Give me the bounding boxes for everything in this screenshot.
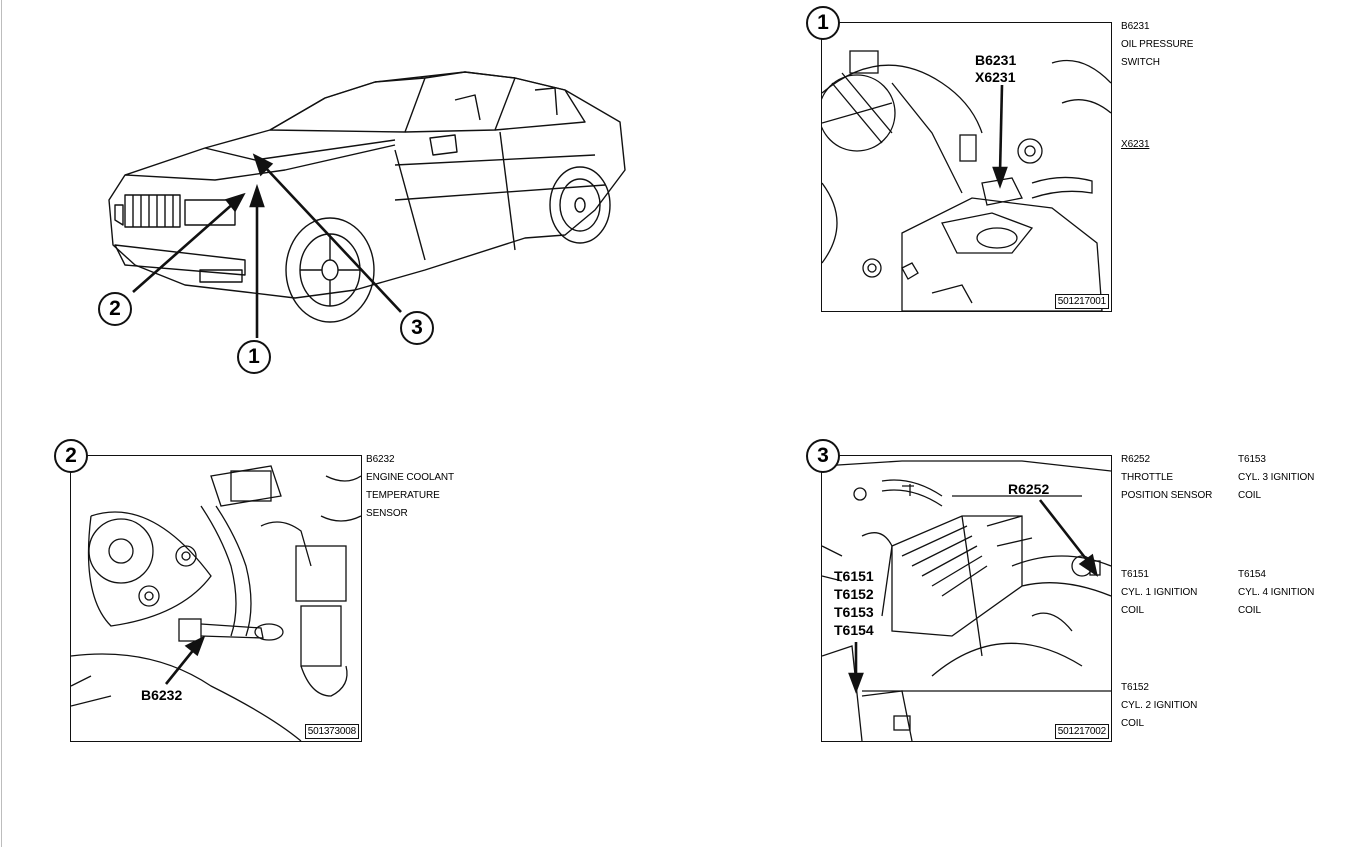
legend-code-t6154: T6154 [1238,569,1266,580]
legend-desc: CYL. 1 IGNITION [1121,587,1198,598]
legend-desc: ENGINE COOLANT [366,472,455,483]
legend-code-t6151: T6151 [1121,569,1149,580]
label-t6153: T6153 [834,604,874,620]
legend-desc: CYL. 3 IGNITION [1238,472,1315,483]
part-number-3: 501217002 [1054,724,1109,739]
legend-desc: POSITION SENSOR [1121,490,1213,501]
detail-panel-1: B6231 X6231 501217001 [821,22,1112,312]
ignition-coils-illustration [822,460,1111,741]
part-number-2: 501373008 [304,724,359,739]
legend-t6153: T6153 CYL. 3 IGNITION COIL [1238,451,1314,505]
label-r6252: R6252 [1008,481,1050,497]
panel-1-number: 1 [806,6,840,40]
legend-desc: COIL [1121,718,1144,729]
detail-panel-2: B6232 501373008 [70,455,362,742]
legend-code-b6232: B6232 [366,454,395,465]
legend-t6154: T6154 CYL. 4 IGNITION COIL [1238,566,1314,620]
callout-3: 3 [400,311,434,345]
legend-code-t6153: T6153 [1238,454,1266,465]
label-t6152: T6152 [834,586,874,602]
legend-desc: OIL PRESSURE [1121,39,1194,50]
legend-desc: COIL [1121,605,1144,616]
coolant-sensor-illustration [71,465,361,741]
car-overview-illustration [108,71,626,338]
label-b6232: B6232 [141,687,183,703]
label-t6154: T6154 [834,622,874,638]
callout-1: 1 [237,340,271,374]
detail-panel-3: R6252 T6151 T6152 T6153 T6154 501217002 [821,455,1112,742]
legend-code-r6252: R6252 [1121,454,1150,465]
legend-code-t6152: T6152 [1121,682,1149,693]
legend-panel-1: B6231 OIL PRESSURE SWITCH [1121,18,1193,72]
legend-desc: SWITCH [1121,57,1160,68]
legend-desc: CYL. 4 IGNITION [1238,587,1315,598]
label-x6231: X6231 [975,69,1016,85]
part-number-1: 501217001 [1054,294,1109,309]
legend-desc: THROTTLE [1121,472,1173,483]
legend-t6152: T6152 CYL. 2 IGNITION COIL [1121,679,1197,733]
oil-pressure-switch-illustration [822,50,1111,311]
label-t6151: T6151 [834,568,874,584]
legend-code-b6231: B6231 [1121,21,1150,32]
legend-r6252: R6252 THROTTLE POSITION SENSOR [1121,451,1212,505]
legend-panel-2: B6232 ENGINE COOLANT TEMPERATURE SENSOR [366,451,454,523]
panel-3-number: 3 [806,439,840,473]
legend-desc: COIL [1238,490,1261,501]
label-b6231: B6231 [975,52,1017,68]
legend-desc: CYL. 2 IGNITION [1121,700,1198,711]
panel-2-number: 2 [54,439,88,473]
legend-desc: TEMPERATURE [366,490,440,501]
legend-desc: COIL [1238,605,1261,616]
page-edge-line [1,0,2,847]
legend-desc: SENSOR [366,508,408,519]
legend-code-x6231: X6231 [1121,139,1150,150]
legend-t6151: T6151 CYL. 1 IGNITION COIL [1121,566,1197,620]
callout-2: 2 [98,292,132,326]
